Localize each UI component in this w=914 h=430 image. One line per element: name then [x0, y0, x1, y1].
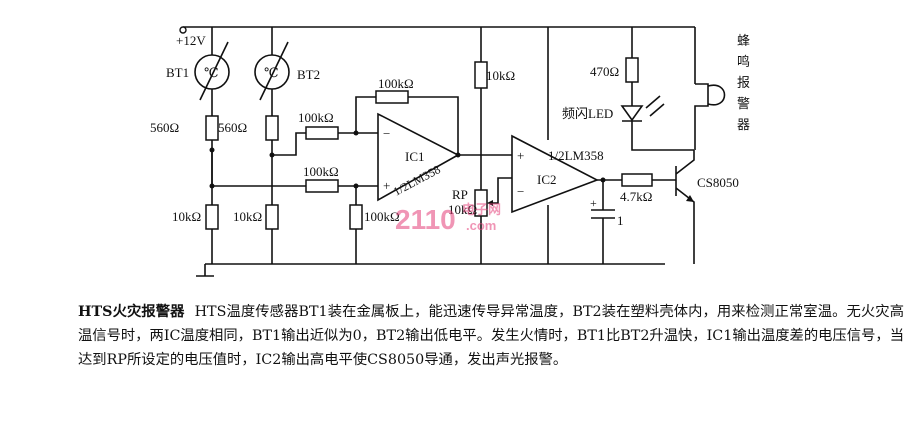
resistor-560-bt1-label: 560Ω — [150, 120, 179, 135]
watermark-digits: 2110 — [395, 204, 456, 235]
ic1-plus-sign: + — [383, 178, 390, 193]
resistor-10k-bt1-label: 10kΩ — [172, 209, 201, 224]
ic2-part: 1/2LM358 — [548, 148, 604, 163]
bt2-sensor — [254, 27, 290, 110]
capacitor-plus: + — [590, 196, 597, 210]
supply-rail — [179, 26, 696, 84]
rp-label: RP — [452, 187, 468, 202]
resistor-100k-input-bottom-label: 100kΩ — [303, 164, 339, 179]
resistor-560-bt2 — [265, 110, 279, 155]
resistor-10k-bt2-label: 10kΩ — [233, 209, 262, 224]
resistor-470-label: 470Ω — [590, 64, 619, 79]
buzzer-char-2: 鸣 — [737, 54, 750, 69]
buzzer-char-4: 警 — [737, 96, 750, 111]
caption-title: HTS火灾报警器 — [78, 304, 185, 320]
transistor-label: CS8050 — [697, 175, 739, 190]
watermark-cn: 电子网 — [462, 202, 501, 217]
opamp-ic2 — [511, 134, 599, 214]
resistor-100k-input-top-label: 100kΩ — [298, 110, 334, 125]
buzzer-char-1: 蜂 — [737, 33, 750, 48]
capacitor-label: 1 — [617, 213, 624, 228]
resistor-10k-top-label: 10kΩ — [486, 68, 515, 83]
resistor-100k-input-top — [305, 126, 378, 140]
resistor-10k-bt1 — [205, 204, 219, 264]
rp-value-label: 10kΩ — [448, 202, 477, 217]
buzzer-char-3: 报 — [737, 75, 750, 90]
opamp-ic1 — [377, 112, 460, 202]
resistor-100k-feedback-label: 100kΩ — [378, 76, 414, 91]
resistor-10k-top — [474, 27, 488, 190]
caption-body: HTS温度传感器BT1装在金属板上，能迅速传导异常温度，BT2装在塑料壳体内，用… — [78, 304, 904, 368]
bt1-sensor — [194, 27, 230, 110]
led-label: 频闪LED — [562, 106, 613, 121]
buzzer-char-5: 器 — [737, 117, 750, 132]
transistor-cs8050 — [675, 150, 695, 264]
bt1-label: BT1 — [166, 65, 189, 80]
resistor-100k-ground-label: 100kΩ — [364, 209, 400, 224]
ic2-label: IC2 — [537, 172, 557, 187]
capacitor — [591, 180, 615, 264]
ground-symbol — [196, 264, 214, 277]
resistor-4k7 — [621, 173, 676, 187]
bt2-label: BT2 — [297, 67, 320, 82]
ic2-minus-sign: − — [517, 184, 524, 199]
potentiometer-rp — [474, 177, 512, 264]
resistor-560-bt2-label: 560Ω — [218, 120, 247, 135]
ic1-minus-sign: − — [383, 126, 390, 141]
buzzer — [694, 83, 726, 150]
supply-label: +12V — [176, 33, 206, 48]
resistor-100k-ground — [349, 186, 363, 264]
flash-led — [620, 95, 694, 151]
bt1-symbol: ℃ — [204, 65, 219, 80]
resistor-470 — [625, 27, 639, 106]
resistor-4k7-label: 4.7kΩ — [620, 189, 652, 204]
resistor-10k-bt2 — [265, 204, 279, 264]
resistor-560-bt1 — [205, 110, 219, 150]
bt2-symbol: ℃ — [264, 65, 279, 80]
ic1-label: IC1 — [405, 149, 425, 164]
resistor-100k-input-bottom — [305, 179, 378, 193]
watermark-domain: .com — [466, 218, 496, 233]
ic2-plus-sign: + — [517, 148, 524, 163]
circuit-schematic: ℃ +12V BT1 560Ω 10kΩ ℃ BT2 560Ω 10kΩ 10 — [150, 26, 750, 277]
resistor-100k-feedback — [375, 90, 459, 155]
